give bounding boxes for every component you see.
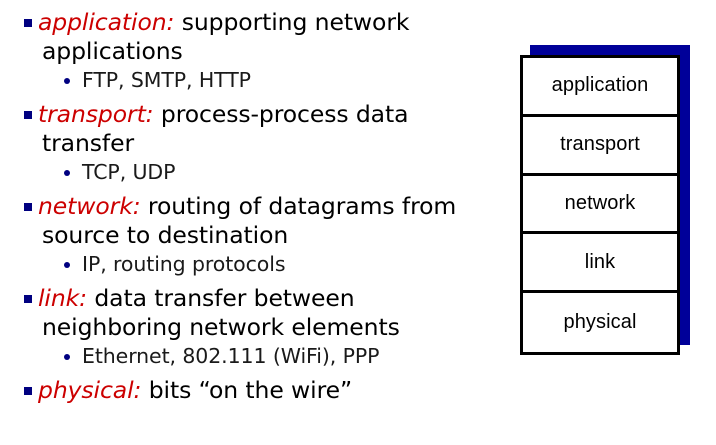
stack-box-group: application transport network link physi…: [520, 55, 680, 355]
square-bullet-icon: [24, 203, 32, 211]
bullet-lead-label: network:: [38, 192, 141, 220]
dot-bullet-icon: [64, 354, 70, 360]
dot-bullet-icon: [64, 78, 70, 84]
sub-item-transport: TCP, UDP: [0, 159, 500, 186]
stack-layer-network: network: [523, 175, 677, 235]
bullet-item-link: link: data transfer between neighboring …: [0, 284, 500, 342]
stack-layer-label: physical: [563, 311, 637, 334]
dot-bullet-icon: [64, 170, 70, 176]
stack-layer-label: link: [584, 250, 616, 273]
sub-item-label: IP, routing protocols: [82, 252, 286, 276]
bullet-text: physical: bits “on the wire”: [38, 376, 500, 405]
sub-item-network: IP, routing protocols: [0, 251, 500, 278]
sub-item-label: Ethernet, 802.111 (WiFi), PPP: [82, 344, 380, 368]
dot-bullet-icon: [64, 262, 70, 268]
stack-layer-label: application: [551, 74, 649, 97]
bullet-item-transport: transport: process-process data transfer: [0, 100, 500, 158]
bullet-body-text: bits “on the wire”: [141, 376, 353, 404]
square-bullet-icon: [24, 19, 32, 27]
bullet-body-text: supporting network applications: [42, 8, 410, 65]
bullet-text: network: routing of datagrams from sourc…: [38, 192, 500, 250]
sub-item-application: FTP, SMTP, HTTP: [0, 67, 500, 94]
bullet-lead-label: link:: [38, 284, 87, 312]
bullet-item-application: application: supporting network applicat…: [0, 8, 500, 66]
square-bullet-icon: [24, 111, 32, 119]
bullet-text: application: supporting network applicat…: [38, 8, 500, 66]
bullet-body-text: process-process data transfer: [42, 100, 409, 157]
stack-layer-link: link: [523, 234, 677, 294]
bullet-lead-label: transport:: [38, 100, 154, 128]
stack-layer-label: transport: [560, 133, 640, 156]
sub-item-label: FTP, SMTP, HTTP: [82, 68, 251, 92]
bullet-text: link: data transfer between neighboring …: [38, 284, 500, 342]
bullet-body-text: routing of datagrams from source to dest…: [42, 192, 457, 249]
stack-layer-application: application: [523, 58, 677, 117]
square-bullet-icon: [24, 295, 32, 303]
sub-item-label: TCP, UDP: [82, 160, 176, 184]
sub-item-link: Ethernet, 802.111 (WiFi), PPP: [0, 343, 500, 370]
bullet-item-network: network: routing of datagrams from sourc…: [0, 192, 500, 250]
bullet-text: transport: process-process data transfer: [38, 100, 500, 158]
bullet-lead-label: application:: [38, 8, 175, 36]
square-bullet-icon: [24, 387, 32, 395]
bullet-lead-label: physical:: [38, 376, 142, 404]
bullet-list: application: supporting network applicat…: [0, 8, 500, 405]
bullet-body-text: data transfer between neighboring networ…: [42, 284, 400, 341]
bullet-item-physical: physical: bits “on the wire”: [0, 376, 500, 405]
stack-layer-transport: transport: [523, 116, 677, 176]
stack-layer-label: network: [564, 191, 636, 214]
stack-layer-physical: physical: [523, 293, 677, 352]
protocol-stack-diagram: application transport network link physi…: [520, 45, 690, 355]
